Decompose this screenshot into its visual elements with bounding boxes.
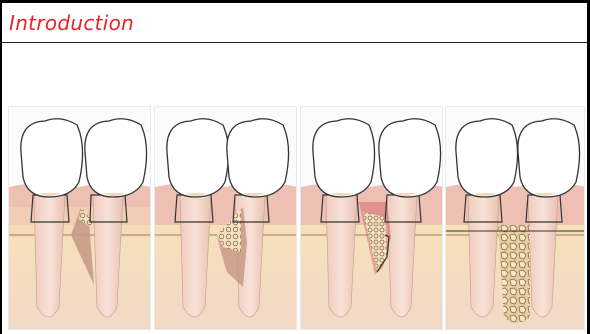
illustration-panel-2: [154, 106, 297, 330]
slide-title: Introduction: [9, 11, 134, 35]
title-bar: Introduction: [2, 3, 587, 43]
crown-left: [167, 119, 229, 197]
tooth-illustration-4: [446, 107, 585, 330]
crown-right: [85, 119, 147, 197]
crown-left: [456, 119, 518, 197]
tooth-illustration-1: [9, 107, 151, 330]
illustration-panel-3: [300, 106, 443, 330]
illustration-panel-1: [8, 106, 151, 330]
crown-right: [227, 119, 289, 197]
crown-right: [379, 119, 441, 197]
illustration-panel-4: [445, 106, 585, 330]
tooth-illustration-3: [301, 107, 443, 330]
tooth-illustration-2: [155, 107, 297, 330]
crown-left: [21, 119, 83, 197]
crown-right: [518, 119, 580, 197]
crown-left: [313, 119, 375, 197]
